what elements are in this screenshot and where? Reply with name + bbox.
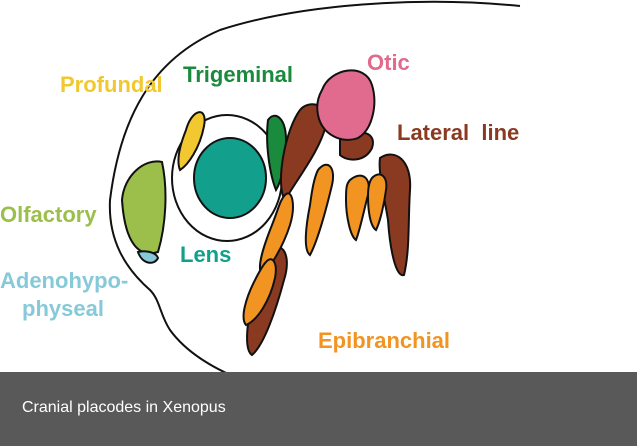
otic-label: Otic	[367, 50, 410, 75]
adenohypophyseal-label-line2: physeal	[22, 296, 104, 321]
lens-placode	[193, 137, 267, 219]
epibranchial-placode-2	[304, 163, 334, 257]
adenohypophyseal-label-line1: Adenohypo-	[0, 268, 128, 293]
olfactory-placode	[120, 160, 167, 255]
epibranchial-placode-5	[242, 258, 277, 327]
caption-text: Cranial placodes in Xenopus	[22, 399, 226, 416]
profundal-placode	[177, 111, 206, 172]
lateral-line-placode-3	[378, 153, 412, 277]
epibranchial-placode-4	[366, 173, 388, 232]
trigeminal-label: Trigeminal	[183, 62, 293, 87]
adenohypophyseal-placode	[136, 250, 160, 264]
profundal-label: Profundal	[60, 72, 163, 97]
caption-bar: Cranial placodes in Xenopus	[0, 372, 637, 446]
lens-label: Lens	[180, 242, 231, 267]
epibranchial-placode-3	[344, 174, 370, 242]
olfactory-label: Olfactory	[0, 202, 97, 227]
otic-placode	[316, 69, 376, 141]
epibranchial-label: Epibranchial	[318, 328, 450, 353]
lateral-line-label: Lateral line	[397, 120, 519, 145]
